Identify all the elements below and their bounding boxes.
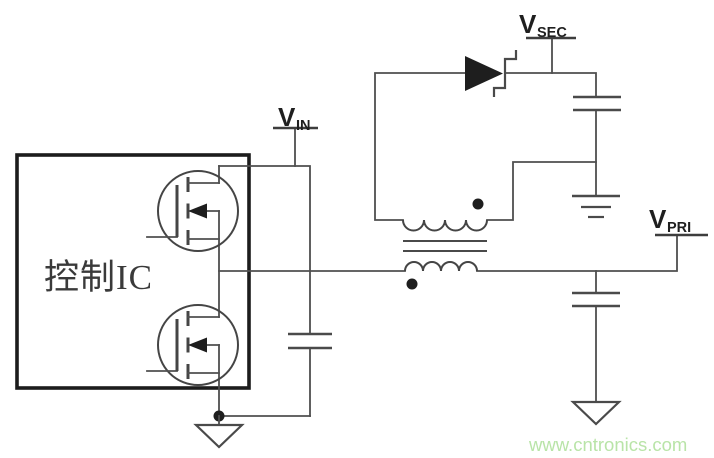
wire-primary-out xyxy=(476,234,678,272)
wire-vin-rail xyxy=(218,165,311,335)
vin-terminal: V IN xyxy=(273,102,318,167)
watermark-text: www.cntronics.com xyxy=(528,434,687,455)
output-ground xyxy=(570,400,622,426)
primary-ground xyxy=(193,410,245,449)
vpri-label-sub: PRI xyxy=(667,220,691,236)
input-capacitor xyxy=(288,332,332,350)
transformer xyxy=(402,198,488,290)
secondary-ground xyxy=(572,194,620,219)
wire-secondary-left xyxy=(374,72,466,221)
control-ic: 控制IC xyxy=(15,153,251,390)
ground-triangle xyxy=(570,400,622,426)
primary-polarity-dot xyxy=(406,278,418,290)
high-side-mosfet xyxy=(146,170,239,252)
diode-triangle xyxy=(465,56,503,91)
mosfet-circle xyxy=(157,304,239,386)
schottky-diode xyxy=(465,50,518,97)
ground-triangle xyxy=(193,423,245,449)
wiring xyxy=(218,72,678,417)
wire-secondary-return xyxy=(486,161,597,221)
secondary-winding xyxy=(402,219,488,232)
wire-diode-cathode xyxy=(504,72,597,98)
body-diode-arrow xyxy=(188,203,207,219)
schottky-cathode-bar xyxy=(492,50,518,97)
vsec-label-sub: SEC xyxy=(537,25,567,41)
low-side-mosfet xyxy=(146,304,239,386)
body-diode-arrow xyxy=(188,337,207,353)
vsec-terminal: V SEC xyxy=(519,9,576,74)
secondary-capacitor xyxy=(573,95,621,112)
primary-winding xyxy=(404,261,478,272)
vpri-label: V xyxy=(649,204,667,234)
vpri-terminal: V PRI xyxy=(649,204,708,237)
output-capacitor xyxy=(572,291,620,308)
vin-label-sub: IN xyxy=(296,118,311,134)
mosfet-circle xyxy=(157,170,239,252)
secondary-polarity-dot xyxy=(472,198,484,210)
control-ic-label: 控制IC xyxy=(44,258,153,297)
vin-label: V xyxy=(278,102,296,132)
vsec-label: V xyxy=(519,9,537,39)
